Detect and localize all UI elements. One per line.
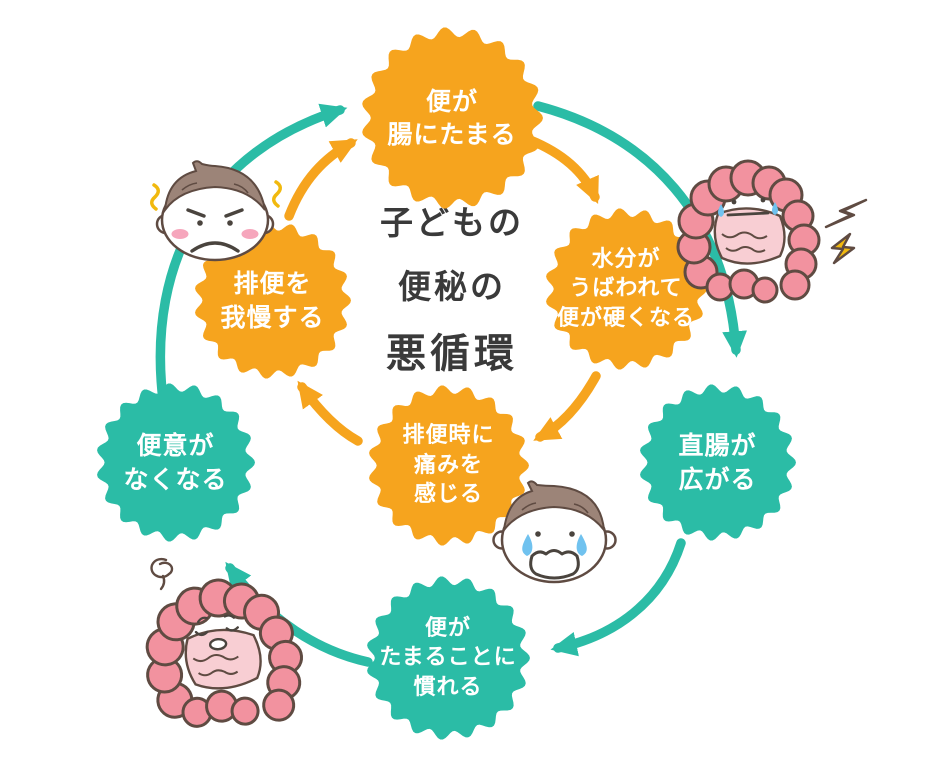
tired-intestine-illustration	[135, 578, 307, 730]
cheek	[241, 229, 259, 239]
tear-icon	[576, 534, 587, 556]
eye	[760, 197, 766, 203]
angry-eyebrows	[186, 208, 244, 218]
pain-lightning-illustration	[820, 192, 878, 265]
eye	[535, 531, 541, 537]
frown-mouth	[190, 241, 240, 253]
badge-text-line: 便が	[425, 86, 478, 116]
arrow-rectum-to-gets-used	[550, 538, 686, 657]
sigh-squiggle-icon	[150, 557, 174, 591]
badge-text-line: 直腸が	[678, 431, 757, 460]
badge-text-line: 痛みを	[413, 452, 483, 478]
sweating-intestine-illustration	[668, 152, 823, 310]
title-line: 子どもの	[380, 203, 524, 242]
tension-squiggle-icon	[272, 180, 282, 208]
badge-text-line: 我慢する	[220, 302, 325, 332]
badge-text-line: 水分が	[591, 246, 661, 272]
eye	[197, 220, 203, 226]
arrow-pain-to-holds-back	[297, 380, 363, 446]
title-line: 便秘の	[398, 267, 506, 306]
inner-folds	[721, 231, 768, 253]
badge-text-line: 腸にたまる	[387, 120, 517, 149]
worried-eyebrows	[197, 614, 235, 623]
diagram-title: 子どもの 便秘の 悪循環	[348, 206, 556, 374]
tear-icon	[522, 534, 533, 556]
hair-strands	[521, 502, 589, 514]
title-line: 悪循環	[386, 331, 518, 377]
badge-text-line: 感じる	[413, 482, 483, 508]
arrow-holds-back-to-stool	[284, 138, 358, 221]
eye	[227, 220, 233, 226]
badge-text-line: 便が硬くなる	[556, 305, 695, 331]
sigh-mouth	[208, 637, 228, 651]
badge-text-line: 排便時に	[402, 423, 495, 449]
sweat-drop-icon	[718, 204, 724, 217]
intestine-body	[676, 159, 821, 304]
straight-mouth	[726, 211, 770, 217]
arrow-stool-to-water	[525, 135, 600, 205]
sigh-squiggle-illustration	[130, 548, 178, 594]
arrow-water-to-pain	[533, 371, 601, 442]
badge-text-line: たまることに	[379, 645, 517, 671]
badge-water-absorbed: 水分が うばわれて 便が硬くなる	[546, 208, 707, 370]
hair	[163, 160, 266, 214]
eye	[731, 199, 737, 205]
sweat-drop-icon	[772, 202, 778, 215]
badge-text-line: 広がる	[678, 464, 757, 494]
lightning-icon	[824, 198, 868, 229]
badge-text-line: 便意が	[136, 431, 215, 460]
angry-child-face-illustration	[140, 158, 290, 262]
crying-child-face-illustration	[482, 476, 627, 588]
cheek	[171, 229, 189, 239]
tension-squiggle-icon	[150, 183, 160, 211]
badge-text-line: 便が	[424, 615, 471, 641]
badge-text-line: 慣れる	[413, 674, 483, 700]
badge-text-line: うばわれて	[569, 276, 683, 302]
eye	[569, 531, 575, 537]
intestine-body	[145, 578, 304, 728]
hair-strands	[181, 182, 249, 194]
distressed-mouth	[529, 549, 580, 580]
inner-folds	[192, 653, 239, 677]
lightning-icon	[830, 232, 856, 265]
arrow-stool-to-rectum	[533, 101, 747, 358]
hair	[502, 480, 606, 534]
closed-eyes	[194, 626, 239, 637]
badge-text-line: なくなる	[123, 464, 228, 494]
badge-text-line: 排便を	[233, 269, 312, 298]
